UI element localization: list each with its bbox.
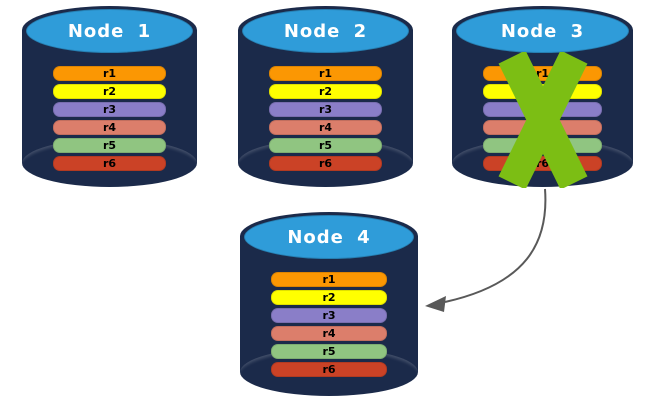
node-4-cap	[244, 215, 414, 259]
replica-bar-r6: r6	[483, 156, 602, 171]
replica-bar-r6: r6	[269, 156, 382, 171]
replica-bar-r4: r4	[483, 120, 602, 135]
node-2-cap	[242, 9, 409, 53]
node-3-replica-list: r1 r2 r3 r4 r5 r6	[483, 66, 602, 174]
replica-bar-r1: r1	[53, 66, 166, 81]
node-1-cap	[26, 9, 193, 53]
replica-bar-r4: r4	[271, 326, 387, 341]
node-1-label: Node 1	[67, 20, 152, 42]
replica-bar-r3: r3	[53, 102, 166, 117]
replica-bar-r3: r3	[483, 102, 602, 117]
replica-bar-r2: r2	[53, 84, 166, 99]
replica-bar-r1: r1	[271, 272, 387, 287]
replica-bar-r3: r3	[269, 102, 382, 117]
replica-bar-r4: r4	[53, 120, 166, 135]
replica-bar-r5: r5	[53, 138, 166, 153]
replica-bar-r1: r1	[483, 66, 602, 81]
node-4-replica-list: r1 r2 r3 r4 r5 r6	[271, 272, 387, 380]
node-4-cylinder: Node 4 r1 r2 r3 r4 r5 r6	[240, 212, 418, 396]
replica-bar-r5: r5	[271, 344, 387, 359]
node-2-label: Node 2	[283, 20, 368, 42]
node-1-cylinder: Node 1 r1 r2 r3 r4 r5 r6	[22, 6, 197, 187]
node-3-cap	[456, 9, 629, 53]
replica-bar-r5: r5	[269, 138, 382, 153]
replica-bar-r1: r1	[269, 66, 382, 81]
node-1-replica-list: r1 r2 r3 r4 r5 r6	[53, 66, 166, 174]
replica-bar-r2: r2	[483, 84, 602, 99]
replica-bar-r3: r3	[271, 308, 387, 323]
replica-bar-r5: r5	[483, 138, 602, 153]
node-3-label: Node 3	[500, 20, 585, 42]
replica-bar-r2: r2	[269, 84, 382, 99]
node-4-label: Node 4	[287, 226, 371, 248]
node-2-replica-list: r1 r2 r3 r4 r5 r6	[269, 66, 382, 174]
replica-bar-r2: r2	[271, 290, 387, 305]
node-3-cylinder: Node 3 r1 r2 r3 r4 r5 r6	[452, 6, 633, 187]
replica-bar-r6: r6	[271, 362, 387, 377]
replica-bar-r4: r4	[269, 120, 382, 135]
replica-bar-r6: r6	[53, 156, 166, 171]
node-2-cylinder: Node 2 r1 r2 r3 r4 r5 r6	[238, 6, 413, 187]
